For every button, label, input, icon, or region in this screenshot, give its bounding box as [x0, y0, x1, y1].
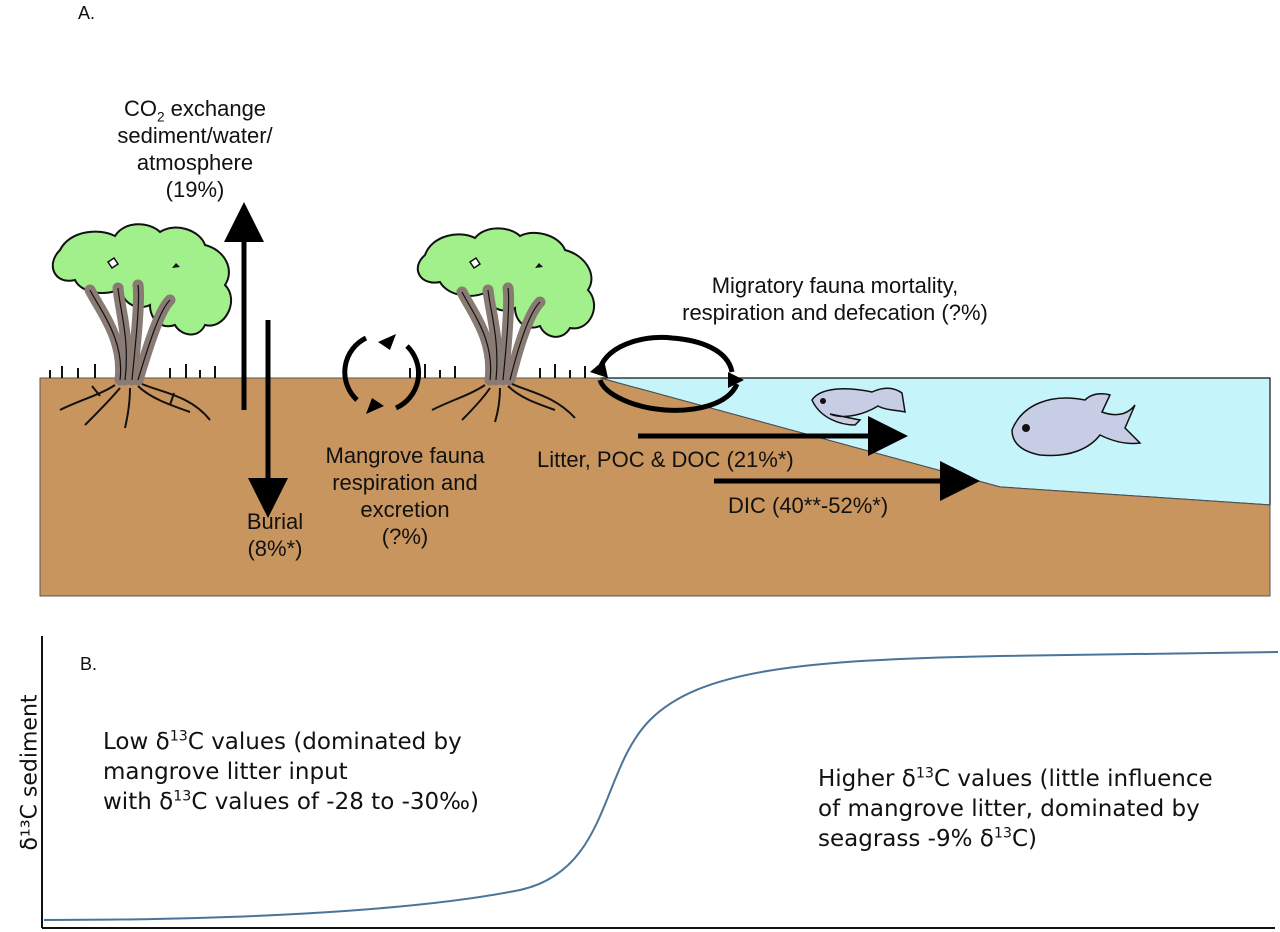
low-l1-sup: 13 — [169, 728, 188, 745]
y-axis-label: δ¹³C sediment — [17, 694, 43, 851]
co2-suffix: exchange — [164, 96, 267, 121]
mangrove-fauna-line3: excretion — [360, 497, 450, 522]
high-l1b: C values (little influence — [934, 766, 1213, 792]
burial-percent: (8%*) — [247, 536, 303, 561]
mangrove-fauna-percent: (?%) — [381, 524, 429, 549]
burial-line1: Burial — [246, 509, 304, 534]
sediment — [39, 377, 1271, 597]
panel-b-letter: B. — [80, 654, 98, 674]
co2-prefix: CO — [123, 96, 157, 121]
mangrove-fauna-cycle-icon — [342, 334, 422, 414]
mangrove-fauna-line1: Mangrove fauna — [325, 443, 485, 468]
high-l2: of mangrove litter, dominated by — [818, 796, 1200, 822]
grass-tufts — [49, 364, 586, 378]
higher-delta-text: Higher δ13C values (little influence of … — [818, 764, 1213, 854]
mangrove-tree-left — [51, 223, 232, 429]
co2-exchange-label: CO2 exchange sediment/water/ atmosphere … — [95, 95, 295, 203]
migratory-fauna-label: Migratory fauna mortality, respiration a… — [640, 272, 1030, 326]
litter-poc-doc-label: Litter, POC & DOC (21%*) — [537, 447, 794, 472]
low-l3b: C values of -28 to -30‰) — [191, 789, 479, 815]
low-l1b: C values (dominated by — [187, 729, 462, 755]
high-l3b: C) — [1011, 826, 1038, 852]
migratory-cycle-icon — [590, 334, 744, 413]
low-l3-sup: 13 — [173, 788, 192, 805]
high-l1-sup: 13 — [915, 765, 934, 782]
co2-subscript: 2 — [156, 109, 165, 125]
dic-label: DIC (40**-52%*) — [728, 493, 889, 518]
low-delta-text: Low δ13C values (dominated by mangrove l… — [103, 727, 479, 817]
high-l1a: Higher δ — [818, 766, 916, 792]
mangrove-tree-right — [416, 227, 595, 423]
large-fish-icon — [1011, 393, 1142, 457]
high-l3-sup: 13 — [993, 825, 1012, 842]
delta13c-trend-curve — [43, 651, 1279, 921]
migratory-line2: respiration and defecation (?%) — [682, 300, 988, 325]
migratory-line1: Migratory fauna mortality, — [711, 273, 959, 298]
mangrove-fauna-label: Mangrove fauna respiration and excretion… — [300, 442, 510, 550]
low-l3a: with δ — [103, 789, 174, 815]
high-l3a: seagrass -9% δ — [818, 826, 994, 852]
low-l2: mangrove litter input — [103, 759, 348, 785]
co2-line2: sediment/water/ — [117, 123, 273, 148]
co2-line3: atmosphere — [136, 150, 254, 175]
burial-label: Burial (8%*) — [225, 508, 325, 562]
mangrove-fauna-line2: respiration and — [332, 470, 478, 495]
panel-a-letter: A. — [78, 3, 96, 23]
co2-percent: (19%) — [165, 177, 225, 202]
low-l1a: Low δ — [103, 729, 170, 755]
small-fish-icon — [811, 387, 906, 426]
